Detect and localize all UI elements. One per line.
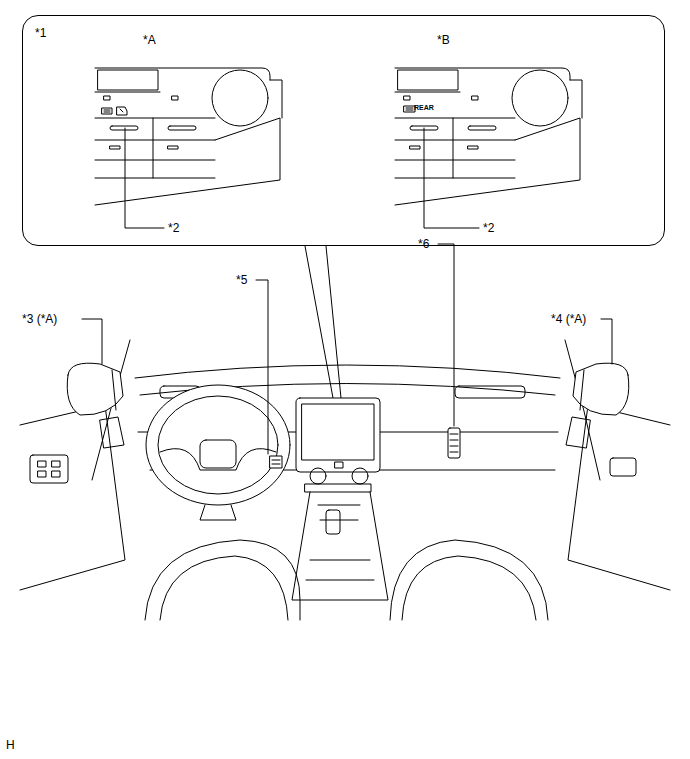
callout-number: *1 — [23, 16, 46, 40]
callout-label: *4 (*A) — [551, 312, 586, 326]
control-panel-b — [395, 68, 582, 228]
callout-label: H — [6, 738, 15, 752]
control-panel-a — [95, 68, 282, 228]
callout-pointer — [305, 246, 341, 398]
callout-label: *B — [437, 33, 450, 47]
callout-label: *A — [143, 33, 156, 47]
callout-label: *3 (*A) — [22, 312, 57, 326]
leader-lines — [82, 244, 612, 454]
car-interior — [20, 340, 670, 620]
callout-label: *6 — [418, 237, 429, 251]
callout-label: *2 — [168, 221, 179, 235]
callout-label: *5 — [236, 273, 247, 287]
callout-label: *2 — [483, 221, 494, 235]
panel-marking: REAR — [414, 104, 434, 112]
callout-box: *1 — [22, 15, 665, 246]
